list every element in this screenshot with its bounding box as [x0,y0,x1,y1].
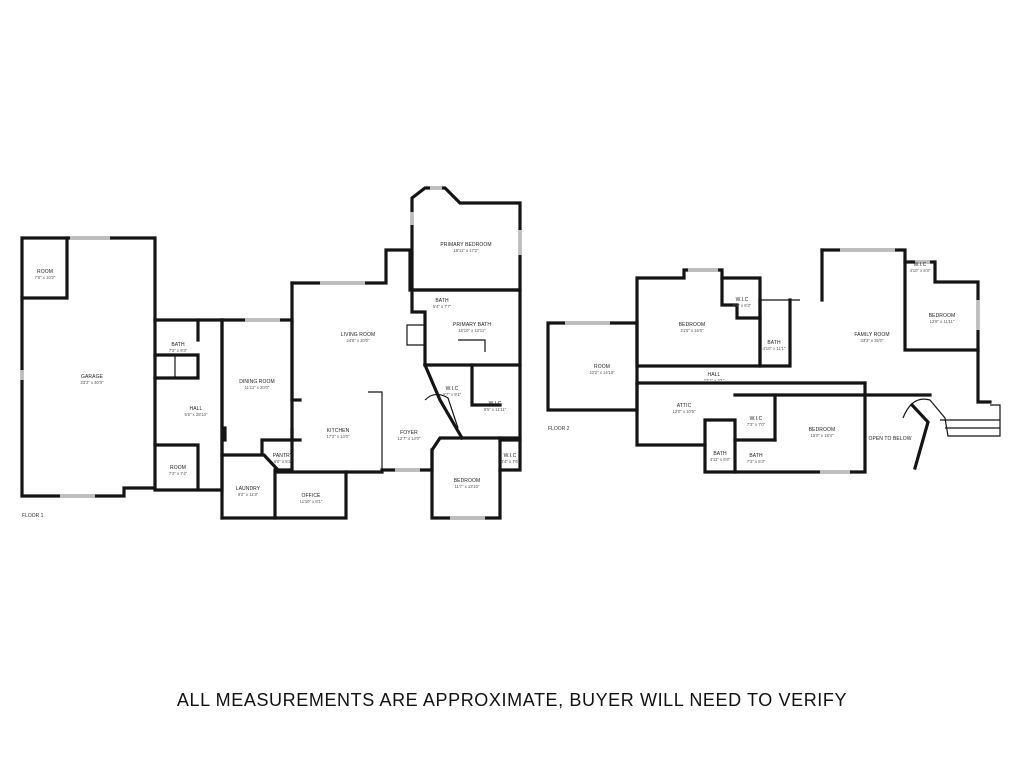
room-label-name: W.I.C [504,453,517,459]
room-label-name: BATH [767,340,781,346]
room-label-dims: 11'7" x 13'10" [455,484,480,489]
room-label-dims: 11'11" x 20'0" [245,385,270,390]
room-label-name: W.I.C [489,401,502,407]
room-label-dims: 6'0" x 5'2" [274,459,293,464]
room-label-dims: 9'2" x 11'3" [238,492,259,497]
room-labels: ROOM 7'6" x 10'2" GARAGE 23'2" x 40'3" B… [35,242,956,504]
room-label-dims: 3'4" x 7'6" [501,459,520,464]
room-label-name: DINING ROOM [239,379,275,385]
room-label-dims: 12'8" x 11'11" [930,319,955,324]
room-label-dims: 24'8" x 20'0" [347,338,370,343]
room-label-name: BEDROOM [679,322,706,328]
room-label-dims: 15'0" x 18'4" [811,433,834,438]
room-label-dims: 10'2" x 14'10" [589,370,615,375]
room-label-dims: 5'6" x 28'10" [185,412,208,417]
room-label-name: FOYER [400,430,418,436]
room-label-name: LIVING ROOM [341,332,375,338]
room-label-name: PRIMARY BEDROOM [440,242,491,248]
room-label-dims: 27'1" x 3'1" [704,378,725,383]
room-label-name: KITCHEN [327,428,350,434]
room-label-name: BEDROOM [809,427,836,433]
room-label-name: ROOM [37,269,53,275]
room-label-name: BEDROOM [929,313,956,319]
room-label-name: W.I.C [914,262,927,268]
room-label-dims: 4'10" x 11'1" [763,346,786,351]
room-label-name: PANTRY [273,453,294,459]
floor-2-plan [546,248,1001,474]
floor-1-plan [20,186,522,520]
room-label-name: HALL [190,406,203,412]
floor-label: FLOOR 1 [22,513,44,519]
room-label-dims: 7'3" x 7'0" [747,422,766,427]
room-label-name: W.I.C [736,297,749,303]
room-label-dims: 4'11" x 6'6" [710,457,731,462]
room-label-name: PRIMARY BATH [453,322,491,328]
room-label-dims: 12'7" x 14'0" [398,436,421,441]
room-label-name: BATH [713,451,727,457]
room-label-dims: 6'4" x 6'3" [733,303,752,308]
room-label-dims: 6'7" x 9'1" [443,392,462,397]
room-label-name: W.I.C [446,386,459,392]
disclaimer-text: ALL MEASUREMENTS ARE APPROXIMATE, BUYER … [176,690,848,710]
room-label-name: OPEN TO BELOW [868,436,911,442]
room-label-name: FAMILY ROOM [854,332,889,338]
room-label-dims: 12'0" x 10'5" [673,409,696,414]
room-label-name: BATH [749,453,763,459]
floor-label: FLOOR 2 [548,426,570,432]
room-label-dims: 7'3" x 9'3" [169,348,188,353]
room-label-name: BEDROOM [454,478,481,484]
room-label-name: BATH [171,342,185,348]
room-label-dims: 5'4" x 7'7" [433,304,452,309]
room-label-dims: 21'6" x 16'0" [681,328,704,333]
room-label-dims: 17'2" x 14'0" [327,434,350,439]
room-label-name: ROOM [170,465,186,471]
room-label-dims: 7'3" x 7'4" [169,471,188,476]
room-label-dims: 18'11" x 17'2" [454,248,479,253]
room-label-name: ATTIC [677,403,692,409]
room-label-name: LAUNDRY [236,486,261,492]
room-label-dims: 16'10" x 13'11" [458,328,486,333]
room-label-name: GARAGE [81,374,104,380]
room-label-dims: 23'2" x 40'3" [81,380,104,385]
room-label-dims: 7'6" x 10'2" [35,275,56,280]
room-label-name: ROOM [594,364,610,370]
room-label-dims: 9'5" x 11'11" [484,407,507,412]
room-label-dims: 33'3" x 25'0" [861,338,884,343]
room-label-dims: 11'10" x 8'1" [300,499,323,504]
room-label-dims: 7'3" x 5'3" [747,459,766,464]
room-label-dims: 4'10" x 5'3" [910,268,931,273]
room-label-name: HALL [708,372,721,378]
room-label-name: OFFICE [302,493,321,499]
room-label-name: BATH [435,298,449,304]
room-label-name: W.I.C [750,416,763,422]
